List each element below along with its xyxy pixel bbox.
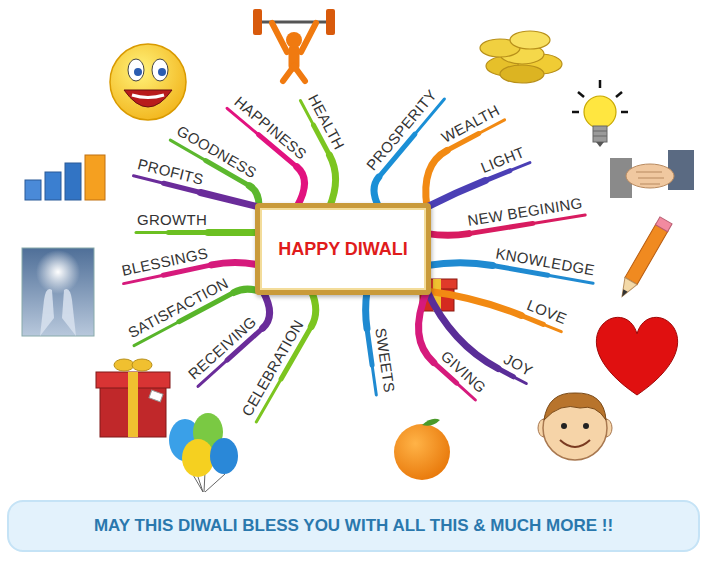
branch — [136, 231, 168, 234]
branch — [427, 263, 493, 266]
branch — [372, 365, 376, 395]
coins-icon — [480, 31, 562, 83]
balloons-icon — [169, 413, 238, 492]
smiley-icon — [110, 44, 186, 120]
caption-banner: MAY THIS DIWALI BLESS YOU WITH ALL THIS … — [7, 500, 700, 552]
branch — [201, 193, 260, 208]
branch-label: LOVE — [523, 296, 569, 327]
handshake-icon — [610, 150, 694, 198]
branch — [419, 291, 434, 363]
branch-label: RECEIVING — [184, 312, 260, 383]
orange-icon — [394, 419, 450, 480]
branch — [427, 234, 469, 236]
gift-box-icon — [96, 359, 170, 437]
center-box: HAPPY DIWALI — [255, 203, 431, 295]
branch — [367, 329, 372, 366]
branch — [366, 291, 367, 329]
node-text: MAY THIS DIWALI BLESS YOU WITH ALL THIS … — [94, 516, 613, 536]
blessing-photo — [22, 248, 94, 336]
light-bulb-icon — [572, 80, 628, 147]
branch — [427, 291, 498, 369]
bar-chart-icon — [25, 155, 105, 200]
branch-label: GROWTH — [136, 212, 208, 229]
branch — [297, 167, 305, 207]
branch — [212, 262, 259, 265]
branch — [311, 291, 315, 327]
node-text: HAPPY DIWALI — [278, 239, 408, 260]
branch — [330, 155, 336, 207]
branch-label: HAPPINESS — [230, 92, 310, 163]
branch — [208, 229, 259, 236]
heart-icon — [596, 317, 677, 395]
branch — [263, 291, 270, 328]
boy-face-icon — [538, 393, 612, 460]
branch-label: PROSPERITY — [363, 85, 441, 174]
weightlifter-icon — [253, 9, 335, 81]
pencil-icon — [616, 217, 672, 300]
branch — [168, 230, 208, 235]
branch-label: SATISFACTION — [124, 274, 231, 342]
branch — [427, 181, 485, 207]
